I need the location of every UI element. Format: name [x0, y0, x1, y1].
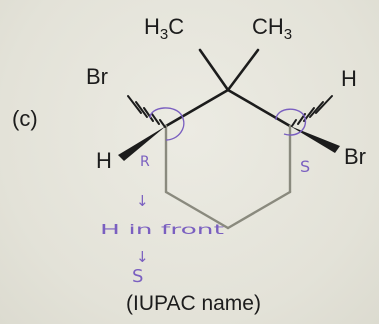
bond-to-right-methyl: [226, 48, 260, 92]
bond-c6-c5: [164, 190, 230, 230]
methyl-label-left: H3C: [144, 14, 184, 43]
iupac-caption: (IUPAC name): [126, 292, 261, 315]
atom-h-right: H: [341, 66, 357, 91]
note-h-in-front: H in front: [100, 223, 224, 238]
ring-front-bonds: [164, 88, 292, 128]
wedge-bond-left-h: [118, 126, 166, 161]
wedge-bond-right-br: [290, 126, 340, 153]
arrow-down-2: ↓: [136, 248, 149, 266]
part-label: (c): [12, 106, 38, 131]
config-left-r: R: [140, 154, 150, 170]
atom-h-left: H: [96, 148, 112, 173]
bond-c5-c4: [226, 190, 292, 230]
atom-br-left: Br: [86, 64, 108, 89]
arrow-down-1: ↓: [136, 192, 149, 210]
methyl-label-right: CH3: [252, 14, 292, 43]
bond-to-left-methyl: [198, 48, 230, 92]
ring-back-bonds: [164, 124, 292, 230]
methyl-bonds: [198, 48, 260, 92]
config-right-s: S: [300, 157, 310, 176]
hashed-bond-left-br: [127, 95, 166, 128]
atom-br-right: Br: [344, 144, 366, 169]
config-final-s: S: [132, 266, 143, 287]
bond-c1-c2: [164, 88, 230, 128]
stereocenter-circle-left: [149, 107, 185, 141]
bond-c2-c3: [226, 88, 292, 128]
pencil-annotations: R S ↓ H in front ↓ S: [100, 107, 310, 287]
stereocenter-circle-right: [275, 108, 307, 136]
